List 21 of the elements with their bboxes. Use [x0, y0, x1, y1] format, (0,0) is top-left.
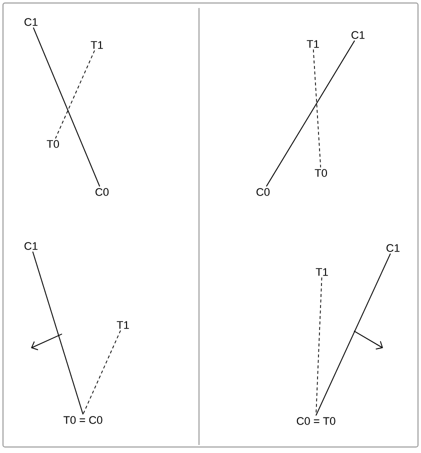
point-label: T1	[116, 321, 129, 329]
line-segment	[316, 253, 391, 416]
point-label: C1	[386, 244, 400, 252]
point-label: T1	[90, 41, 103, 49]
point-label: C1	[24, 242, 38, 250]
point-label: C1	[24, 18, 38, 26]
point-label: T0	[46, 140, 59, 148]
point-label: C0	[96, 188, 109, 196]
line-segment	[32, 251, 84, 415]
point-label: C1	[352, 31, 364, 39]
line-segment	[312, 49, 322, 168]
point-label: T0 = C0	[64, 416, 102, 424]
point-label: T1	[316, 268, 328, 276]
line-segment	[82, 330, 121, 415]
point-label: C0	[256, 188, 270, 196]
line-segment	[266, 40, 356, 187]
line-segment	[55, 50, 95, 139]
point-label: T0	[314, 169, 327, 177]
point-label: C0 = T0	[296, 417, 336, 425]
point-label: T1	[306, 40, 319, 48]
line-segment	[32, 27, 100, 187]
